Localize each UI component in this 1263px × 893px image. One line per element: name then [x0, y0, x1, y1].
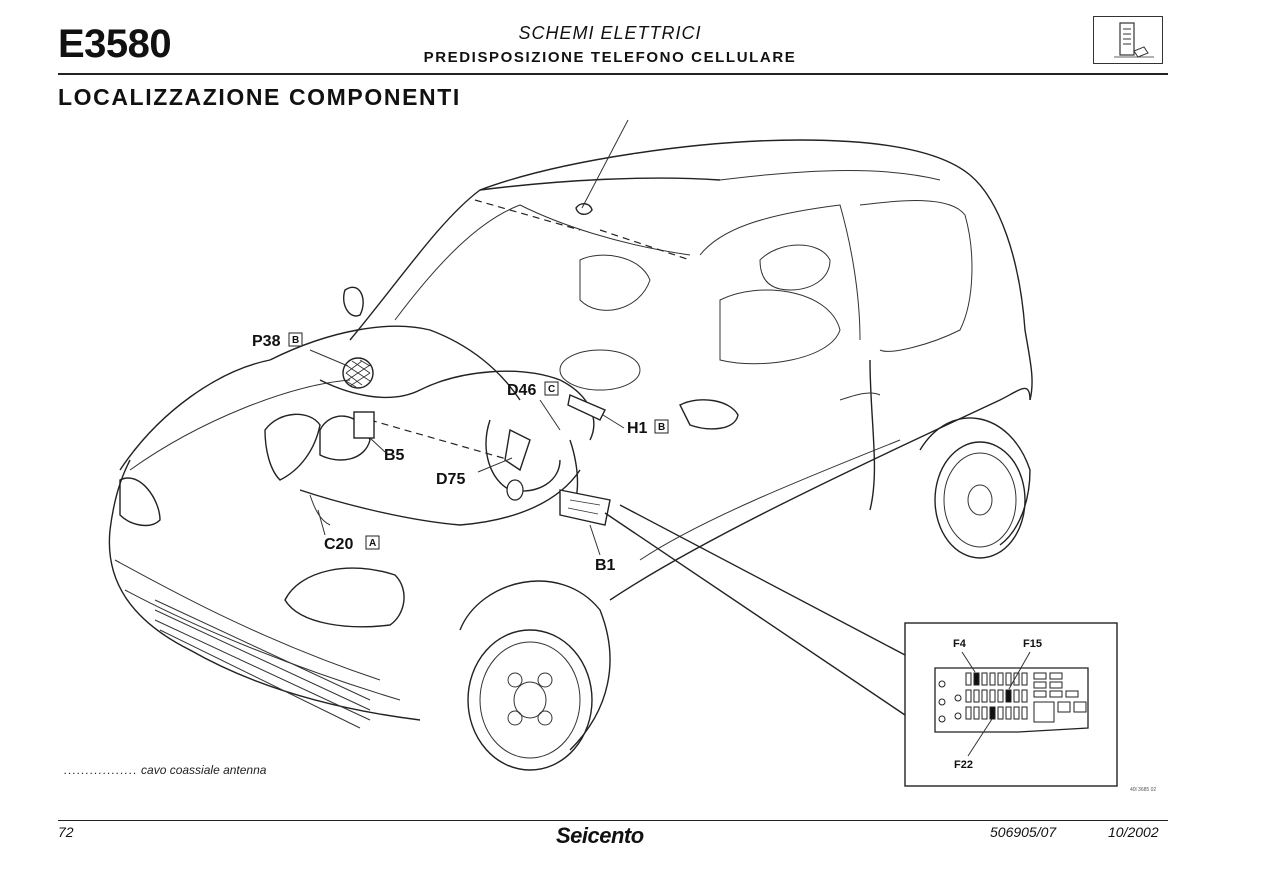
header-divider	[58, 73, 1168, 75]
component-labels: P38 B D46 C H1 B B5 D75 C20 A B1	[252, 332, 669, 574]
document-reference: 506905/07	[990, 824, 1057, 840]
fuse-label-f22: F22	[954, 759, 973, 771]
page-number: 72	[58, 824, 74, 840]
component-label-h1: H1	[627, 420, 648, 437]
document-code: E3580	[58, 22, 172, 66]
wiring-book-icon	[1114, 22, 1154, 58]
model-name: Seicento	[556, 823, 644, 848]
legend-dotted-line-symbol: .................	[64, 763, 138, 777]
b1-fuse-box	[559, 489, 611, 526]
d46-connector	[567, 394, 606, 421]
wiring-harness	[264, 119, 691, 526]
d75-connector	[504, 428, 531, 472]
header-subtitle: PREDISPOSIZIONE TELEFONO CELLULARE	[423, 49, 797, 66]
fuse-label-f4: F4	[953, 638, 967, 650]
component-tag-p38: B	[292, 335, 299, 346]
leader-lines	[309, 349, 906, 716]
speaker-icon	[342, 357, 374, 389]
components	[342, 357, 611, 526]
document-date: 10/2002	[1108, 824, 1159, 840]
component-label-c20: C20	[324, 536, 353, 553]
legend-text: cavo coassiale antenna	[141, 763, 267, 777]
component-label-p38: P38	[252, 333, 281, 350]
drawing-reference: 40l 3685 02	[1130, 787, 1157, 793]
component-label-d46: D46	[507, 382, 536, 399]
component-tag-c20: A	[369, 538, 376, 549]
component-label-b1: B1	[595, 557, 616, 574]
b5-module	[353, 411, 375, 439]
footer-divider	[58, 820, 1168, 822]
fuse-box-detail: F4 F15 F22	[904, 622, 1118, 787]
section-title: LOCALIZZAZIONE COMPONENTI	[58, 84, 461, 110]
manual-section-icon	[1093, 16, 1163, 64]
header-category: SCHEMI ELETTRICI	[518, 23, 702, 43]
fuse-label-f15: F15	[1023, 638, 1042, 650]
legend: ................. cavo coassiale antenna	[64, 763, 266, 777]
component-tag-d46: C	[548, 384, 555, 395]
component-tag-h1: B	[658, 422, 665, 433]
component-label-d75: D75	[436, 471, 465, 488]
car-body-outline	[108, 139, 1033, 771]
component-label-b5: B5	[384, 447, 405, 464]
